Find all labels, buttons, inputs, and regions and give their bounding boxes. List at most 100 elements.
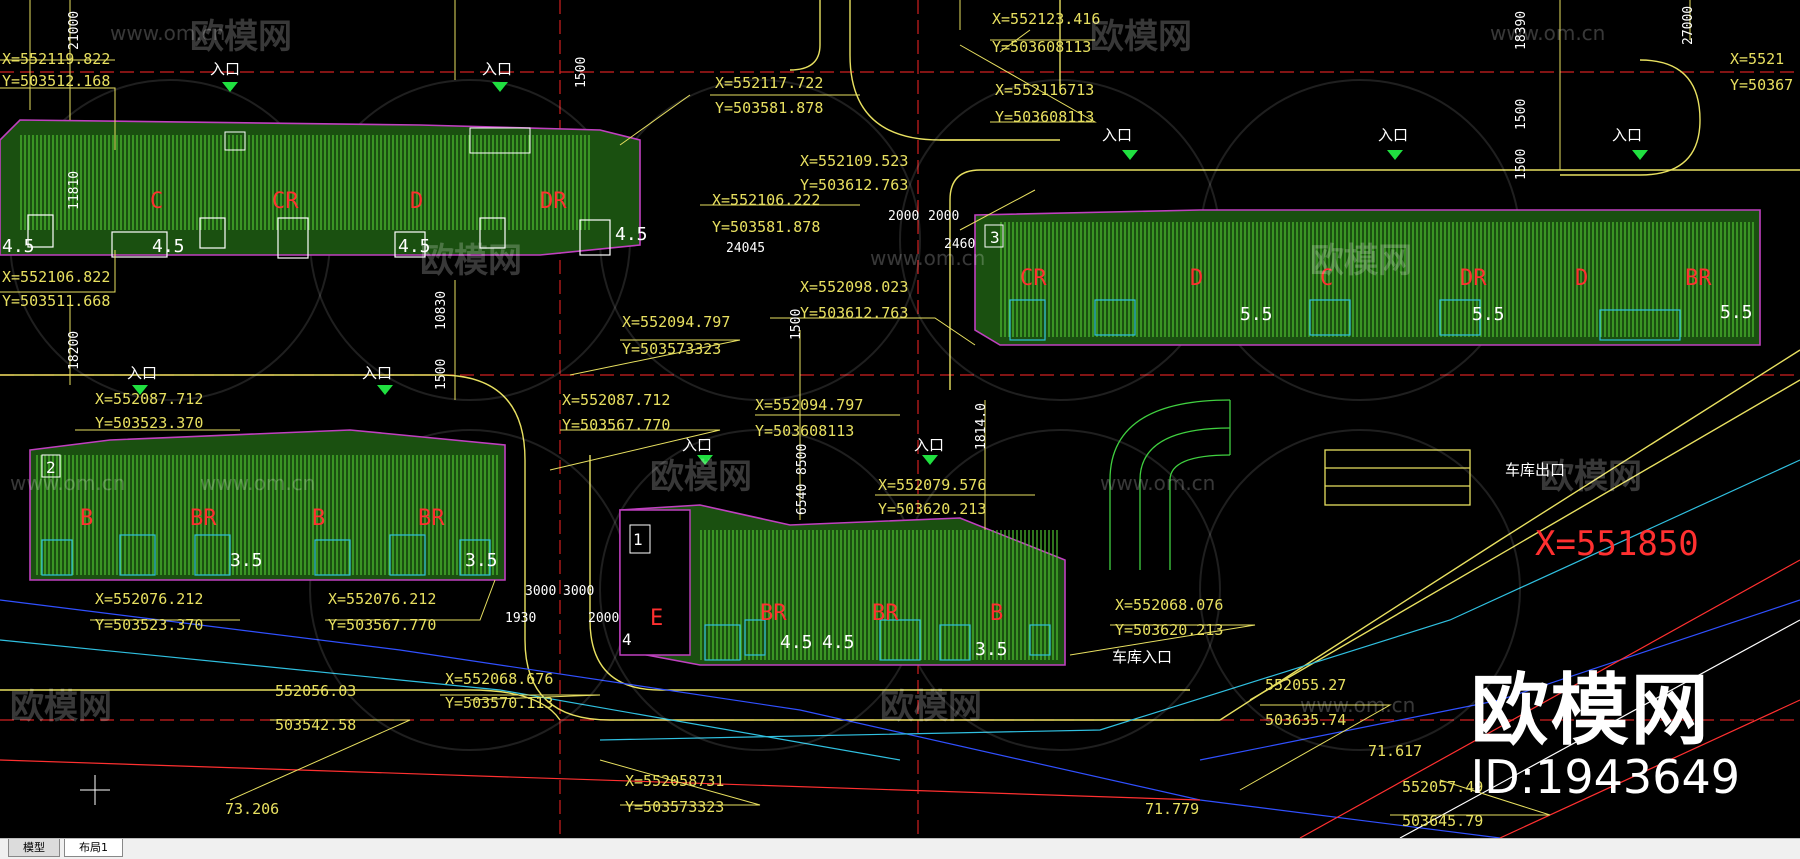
coord-label: X=552109.523 xyxy=(800,152,908,170)
svg-text:4.5: 4.5 xyxy=(152,236,185,257)
svg-text:入口: 入口 xyxy=(482,60,512,78)
svg-text:BR: BR xyxy=(760,601,787,626)
tab-model[interactable]: 模型 xyxy=(8,839,60,857)
svg-text:2460: 2460 xyxy=(944,237,975,252)
building-right[interactable] xyxy=(974,209,1761,346)
coord-label: X=552123.416 xyxy=(992,10,1100,28)
coord-label: Y=503581.878 xyxy=(712,218,820,236)
svg-text:DR: DR xyxy=(1460,266,1487,291)
svg-text:欧模网: 欧模网 xyxy=(1090,17,1192,57)
svg-text:4.5: 4.5 xyxy=(2,236,35,257)
svg-text:1500: 1500 xyxy=(574,57,589,88)
svg-text:1500: 1500 xyxy=(1514,149,1529,180)
coord-label: Y=503608113 xyxy=(995,108,1094,126)
point-label: 503635.74 xyxy=(1265,711,1346,729)
coord-label: X=552079.576 xyxy=(878,476,986,494)
point-label: 552056.03 xyxy=(275,682,356,700)
coord-label: X=5521 xyxy=(1730,50,1784,68)
svg-text:4.5: 4.5 xyxy=(398,236,431,257)
coord-label: Y=503523.370 xyxy=(95,616,203,634)
svg-text:B: B xyxy=(80,506,93,531)
svg-text:入口: 入口 xyxy=(362,364,392,382)
point-label: 503542.58 xyxy=(275,716,356,734)
building-top-left[interactable] xyxy=(0,119,641,259)
svg-text:2000: 2000 xyxy=(588,611,619,626)
svg-text:18200: 18200 xyxy=(67,331,82,370)
watermarks: 欧模网 www.om.cn 欧模网 www.om.cn 欧模网 www.om.c… xyxy=(10,17,1642,727)
svg-text:www.om.cn: www.om.cn xyxy=(1100,471,1215,495)
svg-text:入口: 入口 xyxy=(127,364,157,382)
svg-text:4: 4 xyxy=(622,630,632,649)
brand-watermark: 欧模网 ID:1943649 xyxy=(1471,672,1740,805)
svg-text:BR: BR xyxy=(418,506,445,531)
svg-text:3.5: 3.5 xyxy=(230,550,263,571)
svg-text:1930: 1930 xyxy=(505,611,536,626)
coord-label: Y=503523.370 xyxy=(95,414,203,432)
coord-label: Y=50367 xyxy=(1730,76,1793,94)
axis-label: X=551850 xyxy=(1535,524,1699,564)
svg-text:欧模网: 欧模网 xyxy=(190,17,292,57)
coord-label: Y=503570.113 xyxy=(445,694,553,712)
svg-text:入口: 入口 xyxy=(1612,126,1642,144)
garage-ramp[interactable] xyxy=(1109,399,1471,570)
svg-text:2000: 2000 xyxy=(928,209,959,224)
svg-text:1: 1 xyxy=(633,530,643,549)
svg-text:欧模网: 欧模网 xyxy=(420,241,522,281)
coord-label: X=552076.212 xyxy=(328,590,436,608)
svg-text:欧模网: 欧模网 xyxy=(1310,241,1412,281)
svg-text:3: 3 xyxy=(990,228,1000,247)
brand-logo: 欧模网 xyxy=(1470,666,1711,756)
coord-label: X=552068.676 xyxy=(445,670,553,688)
svg-text:C: C xyxy=(1320,266,1333,291)
coord-label: X=552068.076 xyxy=(1115,596,1223,614)
svg-text:24045: 24045 xyxy=(726,241,765,256)
coord-label: Y=503608113 xyxy=(755,422,854,440)
cad-model-viewport[interactable]: X=552119.822 Y=503512.168 X=552117.722 Y… xyxy=(0,0,1800,838)
entrance-labels: 入口 入口 入口 入口 入口 入口 入口 入口 入口 车库入口 车库出口 xyxy=(127,60,1642,666)
coord-label: X=552106.222 xyxy=(712,191,820,209)
ucs-cursor-icon xyxy=(80,775,110,805)
coord-label: X=552106.822 xyxy=(2,268,110,286)
svg-text:3.5: 3.5 xyxy=(975,639,1008,660)
svg-text:www.om.cn: www.om.cn xyxy=(10,471,125,495)
svg-text:4.5: 4.5 xyxy=(780,632,813,653)
entrance-markers xyxy=(132,82,1648,465)
coord-label: X=552087.712 xyxy=(562,391,670,409)
svg-text:5.5: 5.5 xyxy=(1720,302,1753,323)
svg-text:www.om.cn: www.om.cn xyxy=(1490,21,1605,45)
coord-label: Y=503612.763 xyxy=(800,304,908,322)
coordinate-labels: X=552119.822 Y=503512.168 X=552117.722 Y… xyxy=(2,10,1793,830)
svg-text:DR: DR xyxy=(540,189,567,214)
svg-text:1500: 1500 xyxy=(434,359,449,390)
cad-drawing: X=552119.822 Y=503512.168 X=552117.722 Y… xyxy=(0,0,1800,838)
building-numbers: 2 3 1 4 xyxy=(46,228,1000,649)
svg-text:车库入口: 车库入口 xyxy=(1112,648,1172,666)
svg-text:1500: 1500 xyxy=(1514,99,1529,130)
building-bottom-left[interactable] xyxy=(29,429,506,581)
building-bottom-middle[interactable] xyxy=(619,504,1066,666)
svg-text:入口: 入口 xyxy=(1102,126,1132,144)
point-label: 552057.49 xyxy=(1402,778,1483,796)
coord-label: X=552087.712 xyxy=(95,390,203,408)
svg-text:www.om.cn: www.om.cn xyxy=(1300,693,1415,717)
coord-label: X=552116713 xyxy=(995,81,1094,99)
svg-text:CR: CR xyxy=(272,189,299,214)
dimension-labels: 21000 1500 11810 18200 10830 1500 24045 … xyxy=(67,6,1696,626)
svg-text:入口: 入口 xyxy=(1378,126,1408,144)
svg-text:BR: BR xyxy=(190,506,217,531)
elevation-label: 71.779 xyxy=(1145,800,1199,818)
coord-label: X=552117.722 xyxy=(715,74,823,92)
svg-text:11810: 11810 xyxy=(67,171,82,210)
unit-type-labels: C CR D DR B BR B BR E BR BR B CR D C DR … xyxy=(80,189,1712,631)
leader-lines xyxy=(0,0,1691,816)
floor-numbers: 4.5 4.5 4.5 4.5 3.5 3.5 4.5 4.5 3.5 5.5 … xyxy=(2,224,1753,660)
coord-label: Y=503581.878 xyxy=(715,99,823,117)
elevation-label: 73.206 xyxy=(225,800,279,818)
coord-label: Y=503573323 xyxy=(622,340,721,358)
coord-label: Y=503608113 xyxy=(992,38,1091,56)
svg-text:2: 2 xyxy=(46,458,56,477)
svg-text:C: C xyxy=(150,189,163,214)
tab-layout1[interactable]: 布局1 xyxy=(64,839,123,857)
coord-label: Y=503620.213 xyxy=(1115,621,1223,639)
svg-text:8500: 8500 xyxy=(795,444,810,475)
